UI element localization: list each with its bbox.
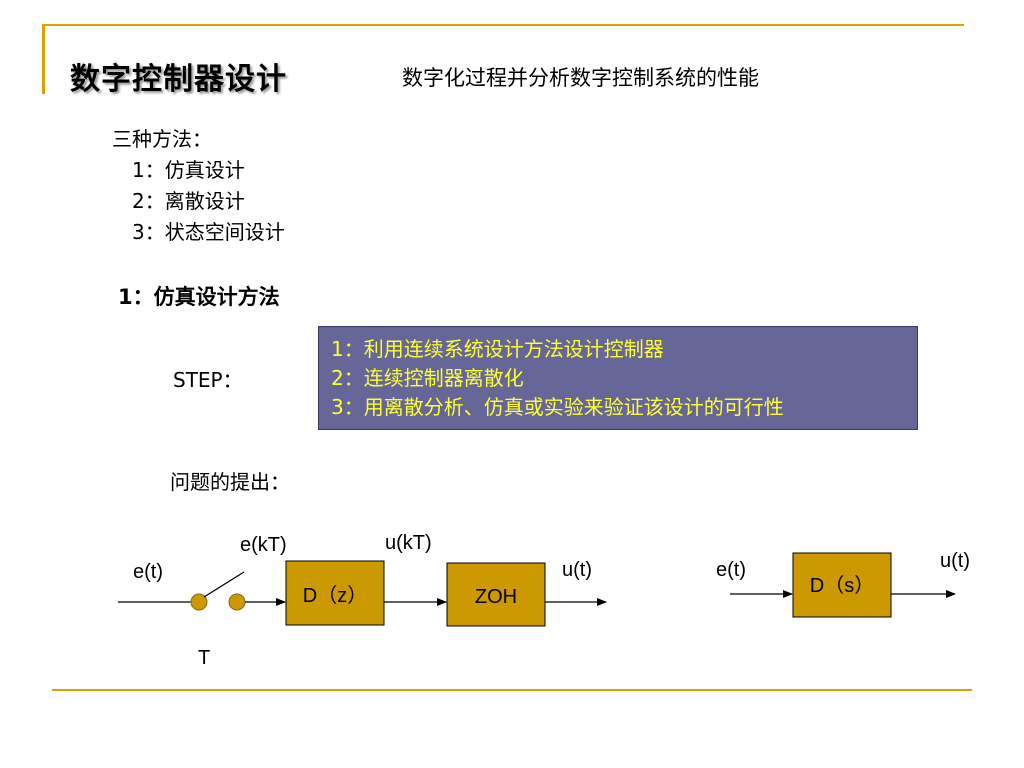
method-item-1: 1：仿真设计 <box>132 158 245 182</box>
bottom-rule <box>52 689 972 691</box>
label-ut-left: u(t) <box>562 559 592 581</box>
step-3: 3：用离散分析、仿真或实验来验证该设计的可行性 <box>331 395 784 419</box>
continuous-system-diagram: D（s） e(t) u(t) <box>716 550 970 618</box>
block-zoh-label: ZOH <box>475 586 517 608</box>
section-heading: 1：仿真设计方法 <box>118 285 280 309</box>
step-label: STEP： <box>173 368 243 392</box>
label-et-right: e(t) <box>716 559 746 581</box>
step-2: 2：连续控制器离散化 <box>331 366 524 390</box>
block-zoh <box>446 562 546 627</box>
methods-intro: 三种方法： <box>112 127 212 151</box>
method-item-2: 2：离散设计 <box>132 189 245 213</box>
label-sample-period: T <box>198 647 210 669</box>
slide-subtitle: 数字化过程并分析数字控制系统的性能 <box>402 66 759 90</box>
block-dz <box>285 560 385 626</box>
switch-arm <box>203 571 245 598</box>
label-ut-right: u(t) <box>940 550 970 572</box>
question-heading: 问题的提出： <box>170 470 290 494</box>
left-rule <box>42 24 45 94</box>
label-et-left: e(t) <box>133 561 163 583</box>
methods-list: 三种方法： 1：仿真设计 2：离散设计 3：状态空间设计 <box>112 124 285 248</box>
switch-contact-right <box>228 593 246 611</box>
block-ds <box>792 552 892 618</box>
switch-contact-left <box>190 593 208 611</box>
block-ds-label: D（s） <box>810 574 874 597</box>
label-ukt: u(kT) <box>385 532 432 554</box>
steps-box: 1：利用连续系统设计方法设计控制器 2：连续控制器离散化 3：用离散分析、仿真或… <box>318 326 918 430</box>
method-item-3: 3：状态空间设计 <box>132 220 285 244</box>
sampled-system-diagram: D（z） ZOH e(t) e(kT) u(kT) u(t) T <box>118 532 607 669</box>
block-dz-label: D（z） <box>303 584 367 607</box>
step-1: 1：利用连续系统设计方法设计控制器 <box>331 337 664 361</box>
label-ekt: e(kT) <box>240 534 287 556</box>
top-rule <box>42 24 964 26</box>
slide-title: 数字控制器设计 <box>70 62 287 97</box>
